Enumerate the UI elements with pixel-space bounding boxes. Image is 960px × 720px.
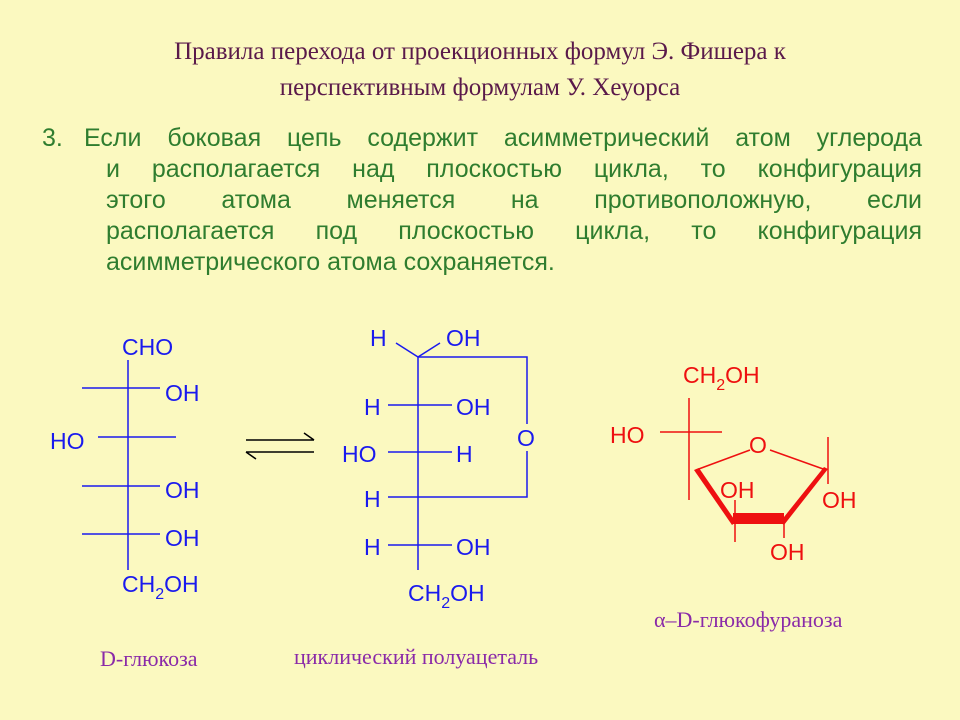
furanose-caption: α–D-глюкофураноза — [654, 607, 843, 632]
furanose-ho-c5: HO — [610, 422, 645, 448]
glucose-oh-c4: OH — [165, 477, 200, 503]
glucose-oh-c2: OH — [165, 380, 200, 406]
reverse-arrow — [245, 451, 314, 460]
furanose-oh-c2: OH — [770, 539, 805, 565]
hemiacetal-h-c3: H — [456, 441, 473, 467]
glucose-cho-label: CHO — [122, 334, 173, 360]
rule-line-2: и располагается над плоскостью цикла, то… — [106, 155, 922, 183]
ring-bridge-lower — [418, 451, 528, 498]
furanose-ring-o: O — [749, 432, 767, 458]
forward-arrow — [246, 432, 315, 441]
furanose-ch2oh-label: CH2OH — [683, 362, 760, 394]
rule-line-4: располагается под плоскостью цикла, то к… — [106, 217, 922, 245]
ring-bold-c3-c2 — [733, 513, 784, 524]
hemiacetal-ring-o: O — [517, 425, 535, 451]
hemiacetal-h-c4: H — [364, 486, 381, 512]
hemiacetal-c1-oh-bond — [417, 342, 441, 358]
hemiacetal-h-c1: H — [370, 325, 387, 351]
hemiacetal-ho-c3: HO — [342, 441, 377, 467]
hemiacetal-fischer: H OH H OH HO H H H OH O CH2OH — [342, 325, 535, 612]
slide-title: Правила перехода от проекционных формул … — [0, 34, 960, 106]
equilibrium-arrows — [245, 432, 315, 460]
furanose-oh-c1: OH — [822, 487, 857, 513]
title-line-1: Правила перехода от проекционных формул … — [174, 38, 786, 65]
glucose-fischer: CHO OH HO OH OH CH2OH — [50, 334, 200, 603]
rule-line-1: Если боковая цепь содержит асимметрическ… — [84, 124, 922, 152]
hemiacetal-caption: циклический полуацеталь — [294, 644, 539, 669]
rule-line-5: асимметрического атома сохраняется. — [106, 248, 555, 276]
hemiacetal-h-c5: H — [364, 534, 381, 560]
title-line-2: перспективным формулам У. Хеуорса — [279, 74, 681, 101]
hemiacetal-oh-c5: OH — [456, 534, 491, 560]
glucose-ho-c3: HO — [50, 428, 85, 454]
furanose-haworth: CH2OH HO O OH OH OH — [610, 362, 857, 565]
hemiacetal-ch2oh-label: CH2OH — [408, 580, 485, 612]
ring-bond-c4-o — [695, 449, 751, 471]
glucose-ch2oh-label: CH2OH — [122, 571, 199, 603]
glucose-caption: D-глюкоза — [100, 646, 198, 671]
rule-line-3: этого атома меняется на противоположную,… — [106, 186, 922, 214]
ring-bond-o-c1 — [769, 449, 827, 471]
hemiacetal-oh-c1: OH — [446, 325, 481, 351]
glucose-oh-c5: OH — [165, 525, 200, 551]
ring-wedge-c2-c1 — [780, 467, 828, 525]
rule-number: 3. — [42, 124, 63, 152]
ring-bridge — [418, 356, 528, 424]
hemiacetal-c1-h-bond — [395, 342, 419, 358]
hemiacetal-h-c2: H — [364, 394, 381, 420]
furanose-oh-c3: OH — [720, 477, 755, 503]
rule-paragraph: 3. Если боковая цепь содержит асимметрич… — [42, 123, 922, 278]
ring-wedge-c4-c3 — [694, 468, 736, 525]
hemiacetal-oh-c2: OH — [456, 394, 491, 420]
